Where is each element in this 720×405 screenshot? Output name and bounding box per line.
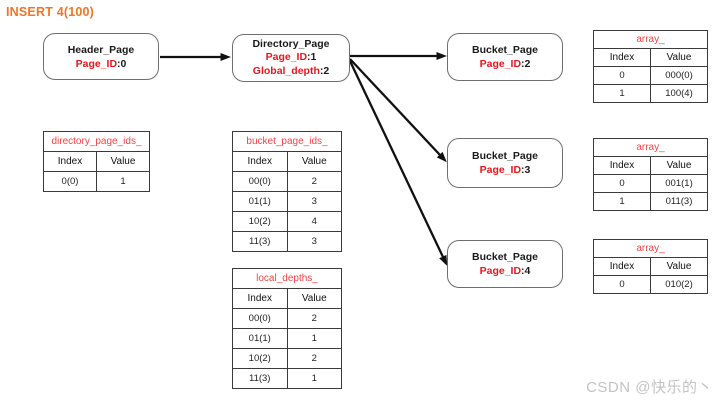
table-cell: 010(2) xyxy=(650,275,708,294)
field-label: Page_ID xyxy=(479,58,522,70)
table-header-cell: Index xyxy=(43,151,97,172)
table-cell: 2 xyxy=(286,171,342,192)
table-title: local_depths_ xyxy=(232,268,342,289)
table-cell: 2 xyxy=(286,348,342,369)
table-title: bucket_page_ids_ xyxy=(232,131,342,152)
table-cell: 4 xyxy=(286,211,342,232)
table-cell: 1 xyxy=(286,368,342,389)
table-title: array_ xyxy=(593,30,708,49)
node-field: Page_ID:3 xyxy=(480,163,531,177)
field-label: Page_ID xyxy=(479,164,522,176)
table-header-cell: Index xyxy=(232,151,288,172)
bucket-page-3-node: Bucket_Page Page_ID:3 xyxy=(447,138,563,188)
field-value: :2 xyxy=(319,64,330,77)
table-title: array_ xyxy=(593,138,708,157)
field-value: :3 xyxy=(521,164,531,176)
table-header-cell: Index xyxy=(593,156,651,175)
node-field: Page_ID:4 xyxy=(480,264,531,278)
table-cell: 0 xyxy=(593,66,651,85)
table-cell: 1 xyxy=(593,192,651,211)
table-header-cell: Value xyxy=(650,257,708,276)
field-value: :4 xyxy=(521,265,531,277)
table-row: 00(0)2 xyxy=(232,308,342,329)
table-cell: 00(0) xyxy=(232,171,288,192)
table-cell: 2 xyxy=(286,308,342,329)
header-page-node: Header_Page Page_ID:0 xyxy=(43,33,159,80)
table-cell: 0 xyxy=(593,174,651,193)
table-cell: 1 xyxy=(593,84,651,103)
table-cell: 1 xyxy=(286,328,342,349)
table-header-cell: Index xyxy=(593,257,651,276)
table-cell: 3 xyxy=(286,191,342,212)
table-cell: 0(0) xyxy=(43,171,97,192)
page-title: INSERT 4(100) xyxy=(6,5,95,19)
node-title: Header_Page xyxy=(67,43,135,56)
node-title: Bucket_Page xyxy=(472,44,538,56)
arrow-directory-to-bucket3 xyxy=(349,58,447,163)
arrow-directory-to-bucket4 xyxy=(348,60,448,267)
table-title: directory_page_ids_ xyxy=(43,131,150,152)
table-header-cell: Value xyxy=(286,288,342,309)
node-field: Page_ID:1 xyxy=(266,51,317,65)
node-field: Global_depth:2 xyxy=(253,65,329,79)
table-row: 11(3)3 xyxy=(232,231,342,252)
bucket-page-4-node: Bucket_Page Page_ID:4 xyxy=(447,240,563,288)
table-cell: 01(1) xyxy=(232,328,288,349)
table-cell: 10(2) xyxy=(232,348,288,369)
table-cell: 00(0) xyxy=(232,308,288,329)
table-cell: 11(3) xyxy=(232,368,288,389)
table-cell: 100(4) xyxy=(650,84,708,103)
table-cell: 0 xyxy=(593,275,651,294)
node-title: Bucket_Page xyxy=(472,251,538,263)
node-title: Bucket_Page xyxy=(472,150,538,162)
node-field: Page_ID:0 xyxy=(76,57,127,71)
table-row: 10(2)4 xyxy=(232,211,342,232)
table-title: array_ xyxy=(593,239,708,258)
field-value: :0 xyxy=(117,57,127,70)
field-label: Page_ID xyxy=(265,51,308,64)
node-title: Directory_Page xyxy=(252,37,330,50)
table-header-cell: Index xyxy=(232,288,288,309)
field-value: :1 xyxy=(307,51,317,64)
table-row: 01(1)1 xyxy=(232,328,342,349)
field-label: Page_ID xyxy=(75,57,118,70)
table-cell: 001(1) xyxy=(650,174,708,193)
bucket-page-2-node: Bucket_Page Page_ID:2 xyxy=(447,33,563,81)
table-cell: 10(2) xyxy=(232,211,288,232)
field-label: Page_ID xyxy=(479,265,522,277)
table-cell: 000(0) xyxy=(650,66,708,85)
node-field: Page_ID:2 xyxy=(480,57,531,71)
table-row: 00(0)2 xyxy=(232,171,342,192)
table-header-cell: Value xyxy=(286,151,342,172)
table-row: 0(0)1 xyxy=(43,171,150,192)
table-cell: 1 xyxy=(96,171,150,192)
directory-page-node: Directory_Page Page_ID:1 Global_depth:2 xyxy=(232,34,350,82)
table-header-cell: Value xyxy=(650,156,708,175)
table-header-cell: Value xyxy=(650,48,708,67)
table-row: 10(2)2 xyxy=(232,348,342,369)
table-cell: 11(3) xyxy=(232,231,288,252)
field-label: Global_depth xyxy=(252,64,320,77)
table-row: 11(3)1 xyxy=(232,368,342,389)
table-header-cell: Index xyxy=(593,48,651,67)
field-value: :2 xyxy=(521,58,531,70)
table-header-cell: Value xyxy=(96,151,150,172)
watermark: CSDN @快乐的丶 xyxy=(586,379,713,396)
table-row: 01(1)3 xyxy=(232,191,342,212)
table-cell: 3 xyxy=(286,231,342,252)
table-cell: 01(1) xyxy=(232,191,288,212)
table-cell: 011(3) xyxy=(650,192,708,211)
